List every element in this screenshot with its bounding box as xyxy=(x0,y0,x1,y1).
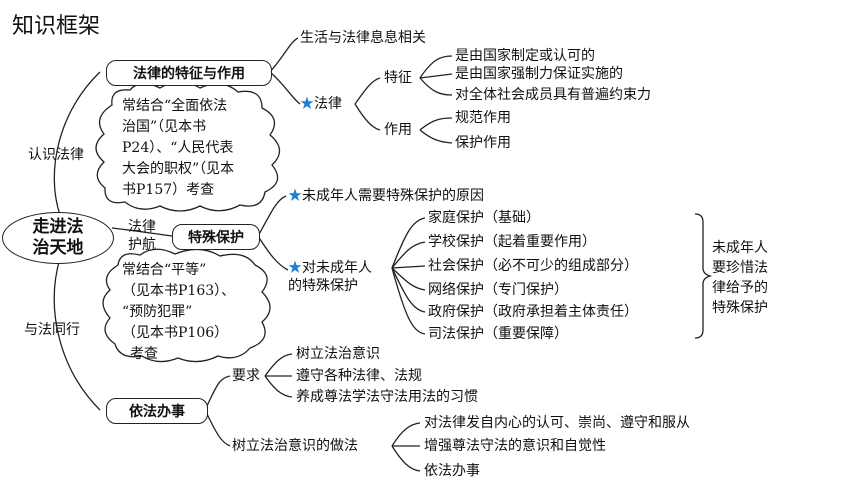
node-protect-line2: 的特殊保护 xyxy=(288,278,358,294)
cloud-shapes xyxy=(95,81,281,363)
method-item-2: 增强尊法守法的意识和自觉性 xyxy=(424,438,606,454)
feature-item-3: 对全体社会成员具有普遍约束力 xyxy=(455,87,651,103)
requirement-item-1: 树立法治意识 xyxy=(296,346,380,362)
box-law-features: 法律的特征与作用 xyxy=(106,60,272,86)
protection-item-6: 司法保护（重要保障） xyxy=(428,326,568,342)
cloud-note-2: 常结合“平等” （见本书P163）、 “预防犯罪” （见本书P106） 考查 xyxy=(122,260,272,365)
branch-label-recognize: 认识法律 xyxy=(28,147,84,163)
branch-label-protect-2: 护航 xyxy=(128,237,156,253)
cloud1-line-5: 书P157）考查 xyxy=(122,182,215,198)
box-special-protection: 特殊保护 xyxy=(172,224,260,250)
cloud1-line-2: 治国”（见本书 xyxy=(122,119,207,135)
cloud1-line-1: 常结合“全面依法 xyxy=(122,98,228,114)
protection-item-1: 家庭保护（基础） xyxy=(428,210,540,226)
node-protect-line1: ★对未成年人 xyxy=(288,260,372,276)
star-icon: ★ xyxy=(288,260,302,276)
node-method: 树立法治意识的做法 xyxy=(232,438,358,454)
cloud2-line-1: 常结合“平等” xyxy=(122,262,207,278)
root-node: 走进法 治天地 xyxy=(2,212,114,264)
node-law-label: 法律 xyxy=(314,96,342,112)
node-law: ★法律 xyxy=(300,96,342,112)
star-icon: ★ xyxy=(300,96,314,112)
protection-item-2: 学校保护（起着重要作用） xyxy=(428,234,596,250)
protection-item-3: 社会保护（必不可少的组成部分） xyxy=(428,258,638,274)
branch-label-act: 与法同行 xyxy=(24,322,80,338)
cloud1-line-3: P24）、“人民代表 xyxy=(122,140,234,156)
page-title: 知识框架 xyxy=(12,14,101,39)
protection-item-5: 政府保护（政府承担着主体责任） xyxy=(428,304,638,320)
summary-line-1: 未成年人 xyxy=(712,240,768,256)
node-requirement: 要求 xyxy=(232,368,260,384)
summary-line-2: 要珍惜法 xyxy=(712,260,768,276)
root-line1: 走进法 xyxy=(32,217,84,237)
node-feature: 特征 xyxy=(384,70,412,86)
branch-label-protect-1: 法律 xyxy=(128,219,156,235)
role-item-1: 规范作用 xyxy=(455,110,511,126)
cloud2-line-3: “预防犯罪” xyxy=(122,304,193,320)
cloud2-line-2: （见本书P163）、 xyxy=(122,283,236,299)
requirement-item-2: 遵守各种法律、法规 xyxy=(296,368,422,384)
role-item-2: 保护作用 xyxy=(455,135,511,151)
summary-text: 未成年人 要珍惜法 律给予的 特殊保护 xyxy=(712,238,768,318)
feature-item-1: 是由国家制定或认可的 xyxy=(455,48,595,64)
method-item-3: 依法办事 xyxy=(424,463,480,479)
root-line2: 治天地 xyxy=(32,238,84,258)
node-protect-label-1: 对未成年人 xyxy=(302,260,372,276)
item-life-law: 生活与法律息息相关 xyxy=(300,30,426,46)
feature-item-2: 是由国家强制力保证实施的 xyxy=(455,66,623,82)
summary-line-4: 特殊保护 xyxy=(712,300,768,316)
method-item-1: 对法律发自内心的认可、崇尚、遵守和服从 xyxy=(424,415,690,431)
protection-item-4: 网络保护（专门保护） xyxy=(428,282,568,298)
cloud2-line-4: （见本书P106） xyxy=(122,325,229,341)
cloud2-line-5: 考查 xyxy=(130,346,158,362)
node-role: 作用 xyxy=(384,122,412,138)
requirement-item-3: 养成尊法学法守法用法的习惯 xyxy=(296,389,478,405)
cloud-note-1: 常结合“全面依法 治国”（见本书 P24）、“人民代表 大会的职权”（见本 书P… xyxy=(122,96,272,201)
node-reason: ★未成年人需要特殊保护的原因 xyxy=(288,188,484,204)
cloud1-line-4: 大会的职权”（见本 xyxy=(122,161,235,177)
box-act-by-law: 依法办事 xyxy=(106,398,208,424)
star-icon: ★ xyxy=(288,188,302,204)
node-reason-label: 未成年人需要特殊保护的原因 xyxy=(302,188,484,204)
summary-line-3: 律给予的 xyxy=(712,280,768,296)
